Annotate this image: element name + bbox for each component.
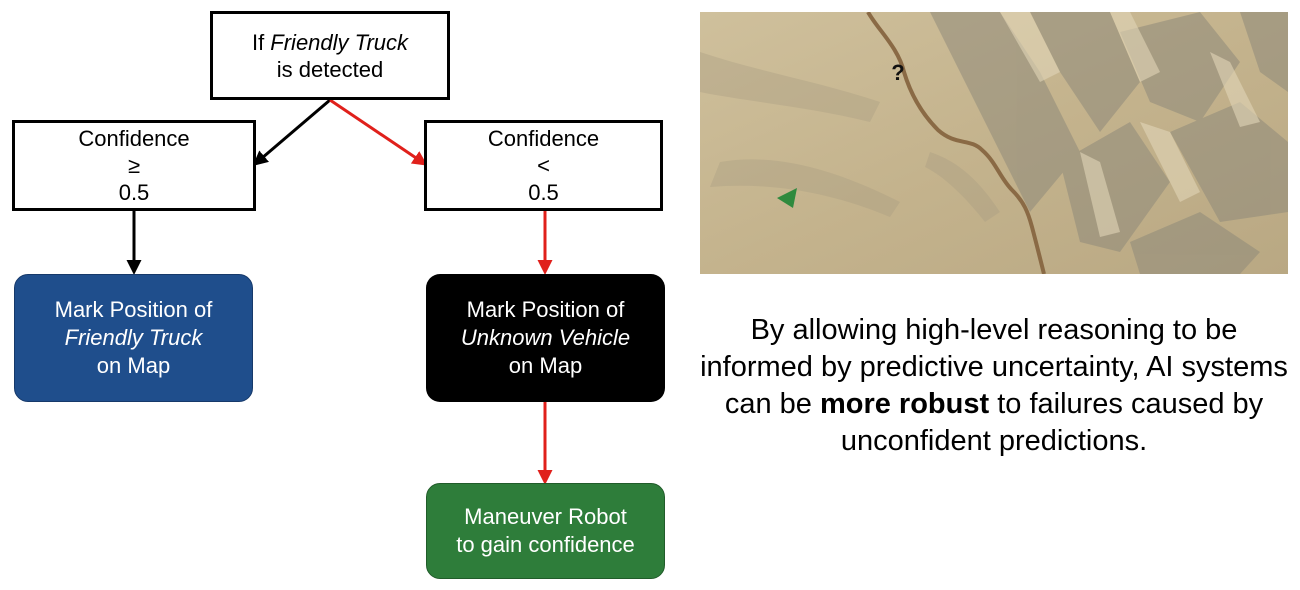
- root-prefix: If: [251, 29, 271, 55]
- right-condition-box: Confidence < 0.5: [424, 120, 663, 211]
- mountain-ridges: [930, 12, 1288, 274]
- arrow-root-to-right-condition: [329, 98, 428, 166]
- right-action-box: Mark Position of Unknown Vehicle on Map: [426, 274, 665, 402]
- left-condition-threshold: 0.5: [118, 180, 150, 205]
- left-action-subject: Friendly Truck: [64, 325, 203, 350]
- root-subject: Friendly Truck: [270, 29, 409, 55]
- friendly-vehicle-marker-icon: [777, 188, 797, 208]
- right-action-subject: Unknown Vehicle: [460, 325, 631, 350]
- caption-text-start: By allowing high-level reasoning to be i…: [700, 314, 1288, 420]
- mountain-highlights: [1000, 12, 1260, 237]
- left-terrain-texture: [700, 52, 1000, 222]
- arrow-root-to-left-condition: [252, 98, 331, 166]
- left-condition-operator: ≥: [127, 153, 141, 178]
- right-action-line3: on Map: [508, 353, 583, 378]
- unknown-vehicle-marker: ?: [891, 60, 904, 85]
- aerial-map: ?: [700, 12, 1288, 274]
- left-condition-line1: Confidence: [78, 126, 190, 151]
- right-condition-line1: Confidence: [487, 126, 600, 151]
- maneuver-line1: Maneuver Robot: [464, 504, 627, 529]
- right-condition-operator: <: [537, 153, 550, 178]
- caption-text-end: to failures caused by unconfident predic…: [840, 388, 1264, 457]
- right-action-line1: Mark Position of: [466, 297, 625, 322]
- root-condition-box: If Friendly Truck is detected: [210, 11, 450, 100]
- dirt-road: [866, 12, 1046, 274]
- left-action-line1: Mark Position of: [54, 297, 213, 322]
- caption-emphasis: more robust: [819, 388, 990, 420]
- left-action-box: Mark Position of Friendly Truck on Map: [14, 274, 253, 402]
- caption: By allowing high-level reasoning to be i…: [700, 312, 1288, 460]
- left-condition-box: Confidence ≥ 0.5: [12, 120, 256, 211]
- left-action-line3: on Map: [96, 353, 171, 378]
- maneuver-action-box: Maneuver Robot to gain confidence: [426, 483, 665, 579]
- maneuver-line2: to gain confidence: [456, 532, 635, 557]
- right-condition-threshold: 0.5: [528, 180, 559, 205]
- root-suffix: is detected: [276, 56, 384, 82]
